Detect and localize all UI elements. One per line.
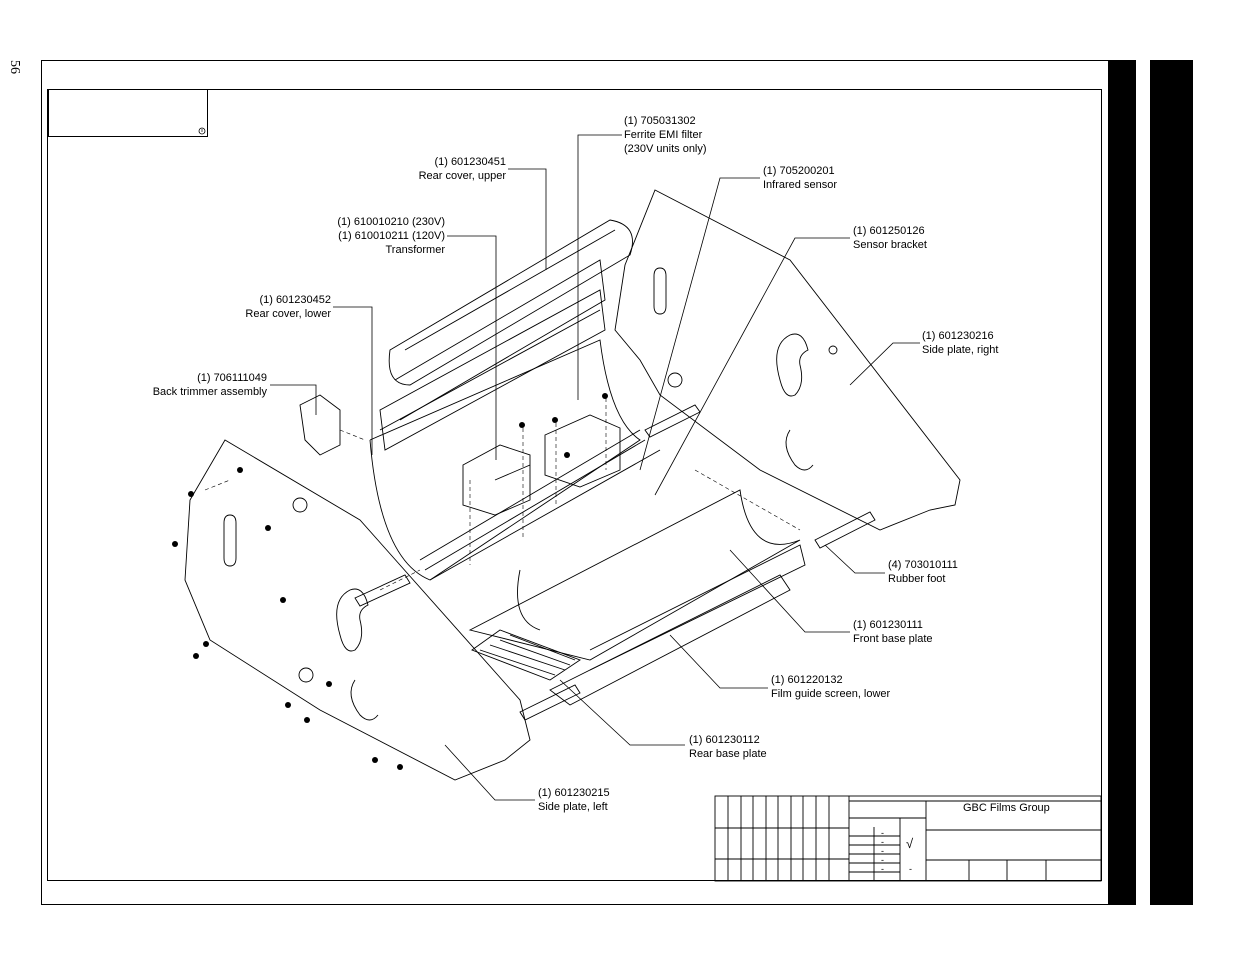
callout-part-name: Side plate, right (922, 344, 999, 356)
callout-transformer: (1) 610010210 (230V) (1) 610010211 (120V… (300, 215, 445, 257)
callout-note: (230V units only) (624, 143, 707, 155)
callout-part-number: (1) 706111049 (197, 372, 267, 384)
callout-rubber-foot: (4) 703010111 Rubber foot (888, 558, 958, 586)
company-name: GBC Films Group (963, 802, 1050, 814)
front-base-plate-shape (468, 489, 801, 661)
title-block-grid (714, 795, 1102, 882)
revision-dash: - (881, 837, 884, 847)
callout-part-name: Sensor bracket (853, 239, 927, 251)
callout-sensor-bracket: (1) 601250126 Sensor bracket (853, 224, 927, 252)
callout-part-number: (1) 705031302 (624, 115, 696, 127)
callout-part-name: Rubber foot (888, 573, 946, 585)
callout-part-name: Rear cover, upper (418, 170, 506, 182)
callout-side-plate-right: (1) 601230216 Side plate, right (922, 329, 998, 357)
callout-rear-base-plate: (1) 601230112 Rear base plate (689, 733, 767, 761)
callout-part-number: (1) 601250126 (853, 225, 925, 237)
callout-infrared-sensor: (1) 705200201 Infrared sensor (763, 164, 837, 192)
callout-front-base-plate: (1) 601230111 Front base plate (853, 618, 933, 646)
side-plate-right-shape (614, 189, 961, 531)
callout-part-name: Film guide screen, lower (771, 688, 891, 700)
corner-mark-icon (198, 127, 206, 135)
revision-dash: - (909, 864, 912, 874)
callout-part-number: (1) 705200201 (763, 165, 835, 177)
edge-bar-left (1109, 60, 1136, 905)
callout-part-number: (1) 601220132 (771, 674, 843, 686)
callout-part-number: (1) 601230451 (434, 156, 506, 168)
rear-cover-upper-shape (388, 219, 633, 386)
callout-part-name: Transformer (385, 244, 446, 256)
transformer-shape (462, 444, 531, 516)
callout-part-name: Side plate, left (538, 801, 608, 813)
callout-film-guide-screen-lower: (1) 601220132 Film guide screen, lower (771, 673, 890, 701)
rear-base-plate-shape (471, 629, 581, 681)
callout-part-name: Infrared sensor (763, 179, 837, 191)
callout-rear-cover-lower: (1) 601230452 Rear cover, lower (200, 293, 331, 321)
revision-dash: - (881, 864, 884, 874)
callout-rear-cover-upper: (1) 601230451 Rear cover, upper (380, 155, 506, 183)
revision-dash: - (881, 846, 884, 856)
callout-ferrite-emi-filter: (1) 705031302 Ferrite EMI filter (230V u… (624, 114, 707, 156)
callout-part-name: Ferrite EMI filter (624, 129, 703, 141)
revision-dash: - (881, 828, 884, 838)
callout-side-plate-left: (1) 601230215 Side plate, left (538, 786, 610, 814)
callout-back-trimmer-assembly: (1) 706111049 Back trimmer assembly (120, 371, 267, 399)
back-trimmer-shape (299, 394, 341, 456)
callout-part-number: (4) 703010111 (888, 559, 958, 571)
callout-part-number: (1) 601230112 (689, 734, 760, 746)
callout-part-name: Front base plate (853, 633, 933, 645)
side-plate-left-shape (184, 439, 531, 781)
callout-part-name: Rear cover, lower (245, 308, 331, 320)
callout-part-number: (1) 610010210 (230V) (337, 216, 445, 228)
chassis-shape (369, 339, 641, 581)
drawing-border-outer (41, 60, 1109, 905)
check-mark-icon: √ (906, 836, 914, 851)
callout-part-number: (1) 601230215 (538, 787, 610, 799)
edge-bar-right (1150, 60, 1193, 905)
callout-part-number: (1) 601230452 (259, 294, 331, 306)
revision-dash: - (881, 855, 884, 865)
rear-cover-lower-shape (379, 289, 606, 451)
callout-part-number-alt: (1) 610010211 (120V) (338, 230, 445, 242)
drawing-border-inner (47, 89, 1102, 881)
callout-part-name: Rear base plate (689, 748, 767, 760)
corner-title-box (48, 89, 208, 137)
callout-part-name: Back trimmer assembly (152, 386, 267, 398)
callout-part-number: (1) 601230111 (853, 619, 923, 631)
callout-part-number: (1) 601230216 (922, 330, 994, 342)
